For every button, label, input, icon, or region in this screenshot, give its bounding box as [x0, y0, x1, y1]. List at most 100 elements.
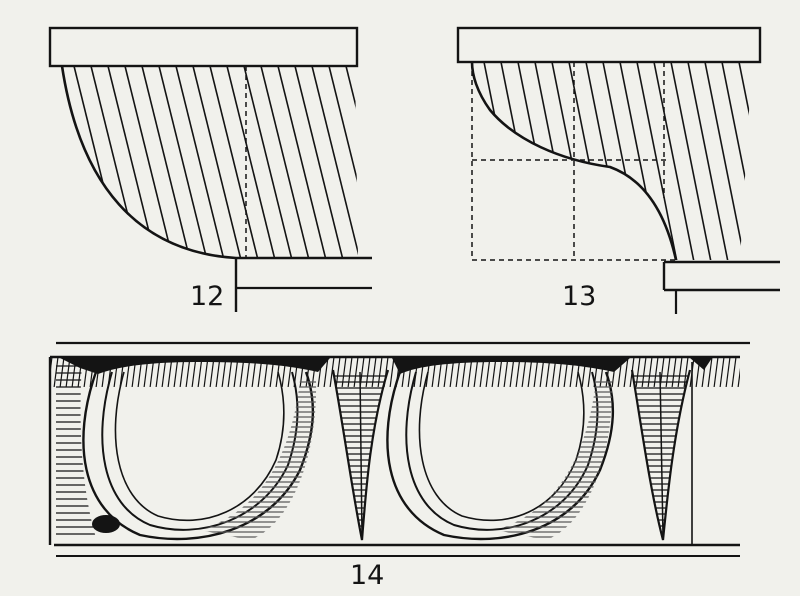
hatch-line	[158, 66, 208, 258]
hatch-line	[617, 357, 623, 387]
hatch-line	[239, 357, 245, 387]
hatch-line	[233, 357, 239, 387]
hatch-line	[257, 357, 263, 387]
figure-14-egg-and-dart: 14	[36, 341, 760, 591]
hatch-line	[683, 357, 689, 387]
fig12-hatching	[62, 66, 411, 260]
hatch-line	[533, 357, 539, 387]
hatch-line	[173, 357, 179, 387]
fig14-label: 14	[350, 560, 384, 591]
hatch-line	[472, 62, 508, 260]
hatch-line	[192, 66, 242, 258]
hatch-line	[226, 66, 276, 258]
hatch-line	[623, 357, 629, 387]
hatch-line	[479, 357, 485, 387]
hatch-line	[335, 357, 341, 387]
fig13-ogee-curve	[470, 61, 678, 261]
hatch-line	[299, 357, 305, 387]
hatch-line	[602, 62, 644, 260]
hatch-line	[155, 357, 161, 387]
hatch-line	[89, 357, 95, 387]
hatch-line	[539, 357, 545, 387]
fig13-label: 13	[562, 281, 596, 312]
hatch-line	[449, 357, 455, 387]
hatch-line	[377, 357, 383, 387]
hatch-line	[328, 66, 358, 258]
hatch-line	[737, 367, 740, 387]
hatch-line	[311, 66, 358, 258]
hatch-line	[455, 357, 461, 387]
hatch-line	[251, 357, 257, 387]
hatch-line	[389, 357, 395, 387]
hatch-line	[563, 357, 569, 387]
hatch-line	[437, 357, 443, 387]
fig12-convex-curve	[60, 65, 237, 260]
fig14-dart-2	[630, 362, 693, 545]
hatch-line	[725, 357, 731, 387]
hatch-line	[738, 62, 752, 260]
hatch-line	[756, 357, 760, 388]
hatch-line	[363, 66, 411, 260]
hatch-line	[707, 357, 713, 387]
hatch-line	[670, 62, 712, 260]
hatch-line	[179, 357, 185, 387]
hatch-line	[443, 357, 449, 387]
fig14-dart-1	[331, 369, 390, 541]
hatch-line	[485, 357, 491, 387]
hatch-line	[143, 357, 149, 387]
hatch-line	[517, 62, 559, 260]
hatch-line	[95, 357, 101, 387]
hatch-line	[209, 66, 259, 258]
hatch-line	[497, 357, 503, 387]
hatch-line	[605, 357, 611, 387]
hatch-line	[653, 357, 659, 387]
hatch-line	[587, 357, 593, 387]
hatch-line	[167, 357, 173, 387]
hatch-line	[353, 357, 359, 387]
hatch-line	[569, 357, 575, 387]
hatch-line	[431, 357, 437, 387]
hatch-line	[653, 62, 695, 260]
hatch-line	[721, 62, 752, 260]
hatch-line	[50, 357, 53, 378]
hatch-line	[713, 357, 719, 387]
hatch-line	[419, 357, 425, 387]
hatch-line	[203, 357, 209, 387]
hatch-line	[36, 357, 40, 388]
hatch-line	[503, 357, 509, 387]
hatch-line	[124, 66, 174, 258]
fig12-label: 12	[190, 281, 224, 312]
fig13-construction-lines	[471, 62, 676, 261]
hatch-line	[744, 357, 748, 388]
hatch-line	[161, 357, 167, 387]
hatch-line	[790, 62, 800, 262]
fig14-ink-blot	[92, 515, 120, 533]
hatch-line	[215, 357, 221, 387]
hatch-line	[515, 357, 521, 387]
hatch-line	[491, 357, 497, 387]
hatch-line	[671, 357, 677, 387]
fig13-hatching	[472, 62, 800, 262]
hatch-line	[263, 357, 269, 387]
hatch-line	[473, 357, 479, 387]
fig14-egg-2	[386, 371, 615, 541]
hatch-line	[701, 357, 707, 387]
hatch-line	[209, 357, 215, 387]
hatch-line	[329, 357, 335, 387]
hatch-line	[599, 357, 605, 387]
hatch-line	[305, 357, 311, 387]
hatch-line	[287, 357, 293, 387]
hatch-line	[125, 357, 131, 387]
hatch-line	[647, 357, 653, 387]
hatch-line	[611, 357, 617, 387]
fig12-top-slab	[48, 26, 359, 68]
hatch-line	[731, 357, 737, 387]
hatch-line	[687, 62, 729, 260]
figure-13-ogee-profile: 13	[456, 26, 800, 314]
hatch-line	[243, 66, 293, 258]
hatch-line	[323, 357, 329, 387]
hatch-line	[101, 357, 107, 387]
hatch-line	[773, 62, 800, 262]
fig14-top-shadows	[60, 358, 712, 374]
